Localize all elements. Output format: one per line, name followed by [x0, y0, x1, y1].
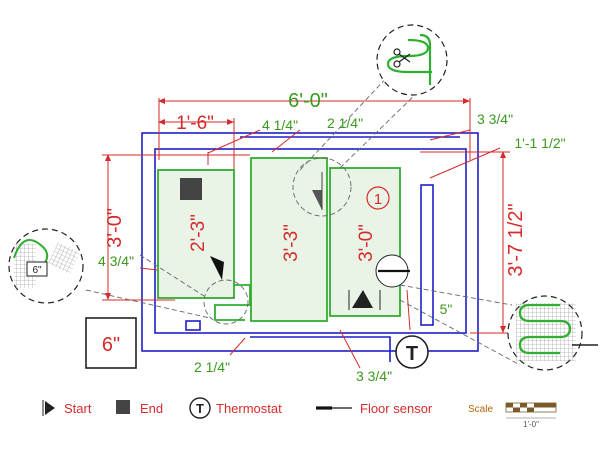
start-marker-icon — [312, 190, 322, 210]
dim-3-3-4-bottom: 3 3/4" — [356, 368, 392, 384]
svg-text:1'-0": 1'-0" — [523, 420, 539, 429]
overall-width-label: 6'-0" — [288, 90, 328, 112]
thermostat-legend-icon — [189, 397, 211, 419]
leader-lines — [85, 71, 521, 366]
floor-sensor-icon — [375, 254, 410, 288]
detail-callout-top — [376, 24, 448, 96]
end-icon — [116, 400, 130, 414]
legend-start: Start — [42, 400, 92, 416]
zone-3-0-label: 3'-0" — [356, 224, 377, 262]
dim-5: 5" — [440, 301, 453, 317]
dim-2-1-4-bottom: 2 1/4" — [194, 359, 230, 375]
zone-2-3-label: 2'-3" — [188, 214, 209, 252]
legend-scale: Scale 1'-0" — [468, 402, 557, 429]
svg-text:T: T — [196, 401, 204, 416]
left-width-label: 1'-6" — [176, 113, 214, 134]
marker-1-label: 1 — [374, 191, 382, 208]
dim-3-3-4-top: 3 3/4" — [477, 111, 513, 127]
legend-end: End — [116, 400, 163, 416]
legend-floor-sensor: Floor sensor — [316, 401, 433, 416]
start-arrow-icon — [210, 256, 224, 280]
marker-1-circle — [366, 186, 390, 210]
box-6 — [85, 317, 137, 369]
thermostat-icon: T — [395, 335, 429, 369]
scale-bar — [505, 402, 557, 419]
end-marker-icon — [180, 178, 202, 200]
svg-text:Start: Start — [64, 401, 92, 416]
dimension-lines — [102, 98, 510, 369]
detail-callout-right — [507, 295, 598, 371]
svg-text:T: T — [406, 343, 418, 365]
box-6-label: 6" — [102, 334, 120, 356]
start-icon — [45, 401, 55, 415]
svg-text:Scale: Scale — [468, 404, 493, 415]
detail-callout-left: 6" — [8, 228, 84, 304]
scissors-icon — [393, 48, 411, 68]
svg-text:Floor sensor: Floor sensor — [360, 401, 433, 416]
dim-4-3-4: 4 3/4" — [98, 253, 134, 269]
zone-middle — [250, 157, 328, 322]
dim-4-1-4: 4 1/4" — [262, 117, 298, 133]
dim-1-1-1-2: 1'-1 1/2" — [514, 135, 565, 151]
svg-text:End: End — [140, 401, 163, 416]
legend-thermostat: T Thermostat — [189, 397, 282, 419]
right-height-label: 3'-7 1/2" — [505, 203, 527, 276]
room-height-label: 3'-0" — [104, 208, 126, 248]
callout-6-label: 6" — [32, 265, 42, 276]
end-bracket-icon — [348, 290, 381, 310]
legend: Start End T Thermostat Floor sensor Scal… — [42, 397, 557, 429]
walls — [141, 132, 479, 362]
zone-3-3-label: 3'-3" — [281, 224, 302, 262]
svg-text:Thermostat: Thermostat — [216, 401, 282, 416]
zone-right — [329, 167, 401, 317]
dim-2-1-4-top: 2 1/4" — [327, 115, 363, 131]
